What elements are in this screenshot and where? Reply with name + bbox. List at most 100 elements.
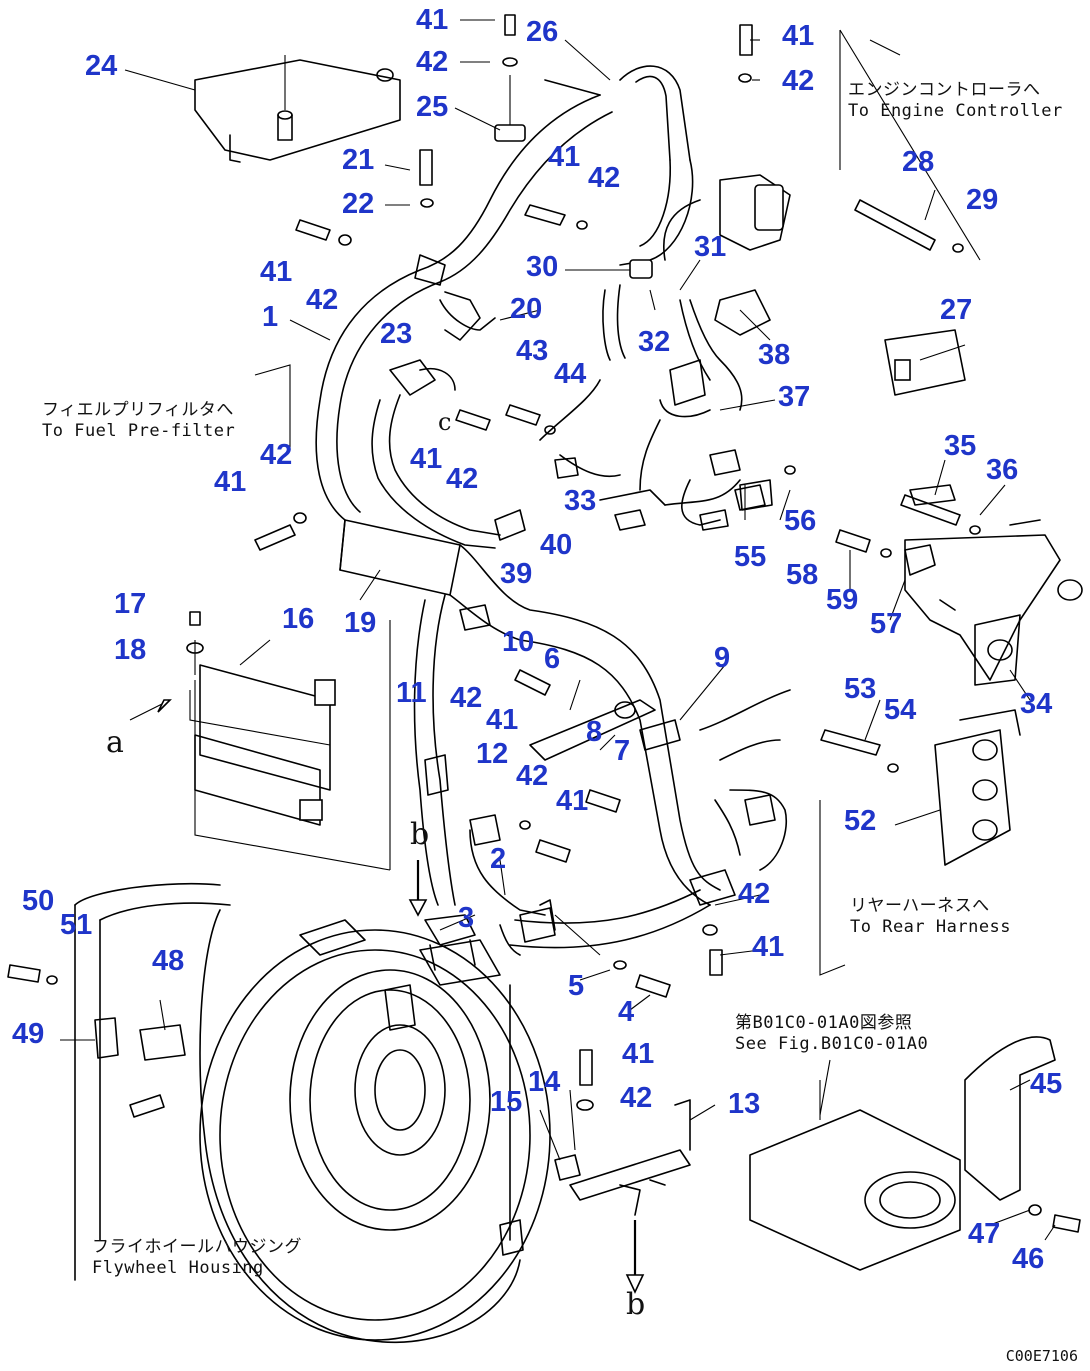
callout-7: 7: [614, 735, 631, 767]
note-see-figure: 第B01C0-01A0図参照 See Fig.B01C0-01A0: [735, 1013, 929, 1054]
drawing-code: C00E7106: [1005, 1347, 1078, 1365]
bracket-3-drawing: [419, 914, 501, 986]
flywheel-housing-drawing: [74, 882, 551, 1344]
callout-50: 50: [22, 885, 55, 917]
plate-8-drawing: [529, 689, 791, 906]
callout-1: 1: [262, 301, 279, 333]
callout-41-e: 41: [410, 443, 443, 475]
leader-lines: [60, 19, 1056, 1241]
callout-34: 34: [1020, 688, 1053, 720]
callout-59: 59: [826, 584, 859, 616]
callout-8: 8: [586, 716, 603, 748]
callout-42-c: 42: [588, 162, 621, 194]
harness-lower-left: [339, 519, 721, 916]
callout-44: 44: [554, 358, 587, 390]
callout-40: 40: [540, 529, 573, 561]
harness-middle: [371, 359, 773, 549]
callout-28: 28: [902, 146, 935, 178]
callout-15: 15: [490, 1086, 523, 1118]
ref-letter-a: a: [106, 725, 124, 760]
callout-22: 22: [342, 188, 375, 220]
callout-58: 58: [786, 559, 819, 591]
callout-29: 29: [966, 184, 999, 216]
callout-4: 4: [618, 996, 635, 1028]
fasteners: [7, 14, 1081, 1233]
note-flywheel-housing: フライホイールハウジング Flywheel Housing: [92, 1237, 302, 1278]
callout-46: 46: [1012, 1243, 1045, 1275]
plate-16-drawing: [194, 620, 391, 871]
callout-42-e: 42: [260, 439, 293, 471]
callout-21: 21: [342, 144, 375, 176]
callout-20: 20: [510, 293, 543, 325]
callout-9: 9: [714, 642, 731, 674]
callout-55: 55: [734, 541, 767, 573]
reference-arrows: [129, 39, 901, 976]
callout-56: 56: [784, 505, 817, 537]
callout-32: 32: [638, 326, 671, 358]
callout-16: 16: [282, 603, 315, 635]
callout-52: 52: [844, 805, 877, 837]
callout-42-j: 42: [620, 1082, 653, 1114]
callout-41-h: 41: [556, 785, 589, 817]
ref-letter-c: c: [438, 408, 452, 436]
note-to-rear-harness: リヤーハーネスへ To Rear Harness: [850, 896, 1012, 937]
callout-42-g: 42: [450, 682, 483, 714]
callout-37: 37: [778, 381, 811, 413]
callout-41-d: 41: [260, 256, 293, 288]
callout-41-g: 41: [486, 704, 519, 736]
callout-13: 13: [728, 1088, 761, 1120]
callout-33: 33: [564, 485, 597, 517]
callout-42-h: 42: [516, 760, 549, 792]
note-to-fuel-prefilter: フィエルプリフィルタへ To Fuel Pre-filter: [42, 400, 236, 441]
callout-43: 43: [516, 335, 549, 367]
callout-27: 27: [940, 294, 973, 326]
note-to-engine-controller: エンジンコントローラへ To Engine Controller: [848, 80, 1063, 121]
callout-42-i: 42: [738, 878, 771, 910]
callout-26: 26: [526, 16, 559, 48]
callout-51: 51: [60, 909, 93, 941]
callout-31: 31: [694, 231, 727, 263]
bracket-34-drawing: [904, 484, 1083, 686]
callout-3: 3: [458, 902, 475, 934]
callout-18: 18: [114, 634, 147, 666]
callout-42-d: 42: [306, 284, 339, 316]
connector-cluster-upper-right: [602, 159, 791, 418]
harness-main-upper: [315, 65, 691, 521]
bracket-45-drawing: [749, 1036, 1056, 1271]
callout-41-b: 41: [782, 20, 815, 52]
ref-letter-b-upper: b: [410, 817, 430, 852]
callout-17: 17: [114, 588, 147, 620]
callout-36: 36: [986, 454, 1019, 486]
callout-30: 30: [526, 251, 559, 283]
callout-42-f: 42: [446, 463, 479, 495]
plate-52-drawing: [934, 709, 1021, 866]
bracket-13-drawing: [554, 1099, 691, 1294]
callout-19: 19: [344, 607, 377, 639]
callout-38: 38: [758, 339, 791, 371]
callout-42-a: 42: [416, 46, 449, 78]
callout-48: 48: [152, 945, 185, 977]
callout-12: 12: [476, 738, 509, 770]
callout-14: 14: [528, 1066, 561, 1098]
callout-39: 39: [500, 558, 533, 590]
callout-2: 2: [490, 843, 507, 875]
callout-42-b: 42: [782, 65, 815, 97]
callout-41-i: 41: [752, 931, 785, 963]
bracket-27-drawing: [839, 29, 981, 396]
callout-23: 23: [380, 318, 413, 350]
callout-49: 49: [12, 1018, 45, 1050]
bracket-24-drawing: [194, 55, 401, 163]
ref-letter-b-lower: b: [626, 1287, 646, 1322]
callout-57: 57: [870, 608, 903, 640]
callout-41-j: 41: [622, 1038, 655, 1070]
callout-11: 11: [396, 677, 427, 709]
callout-41-f: 41: [214, 466, 247, 498]
callout-47: 47: [968, 1218, 1001, 1250]
callout-45: 45: [1030, 1068, 1063, 1100]
callout-5: 5: [568, 970, 585, 1002]
callout-24: 24: [85, 50, 118, 82]
callout-41-a: 41: [416, 4, 449, 36]
callout-54: 54: [884, 694, 917, 726]
